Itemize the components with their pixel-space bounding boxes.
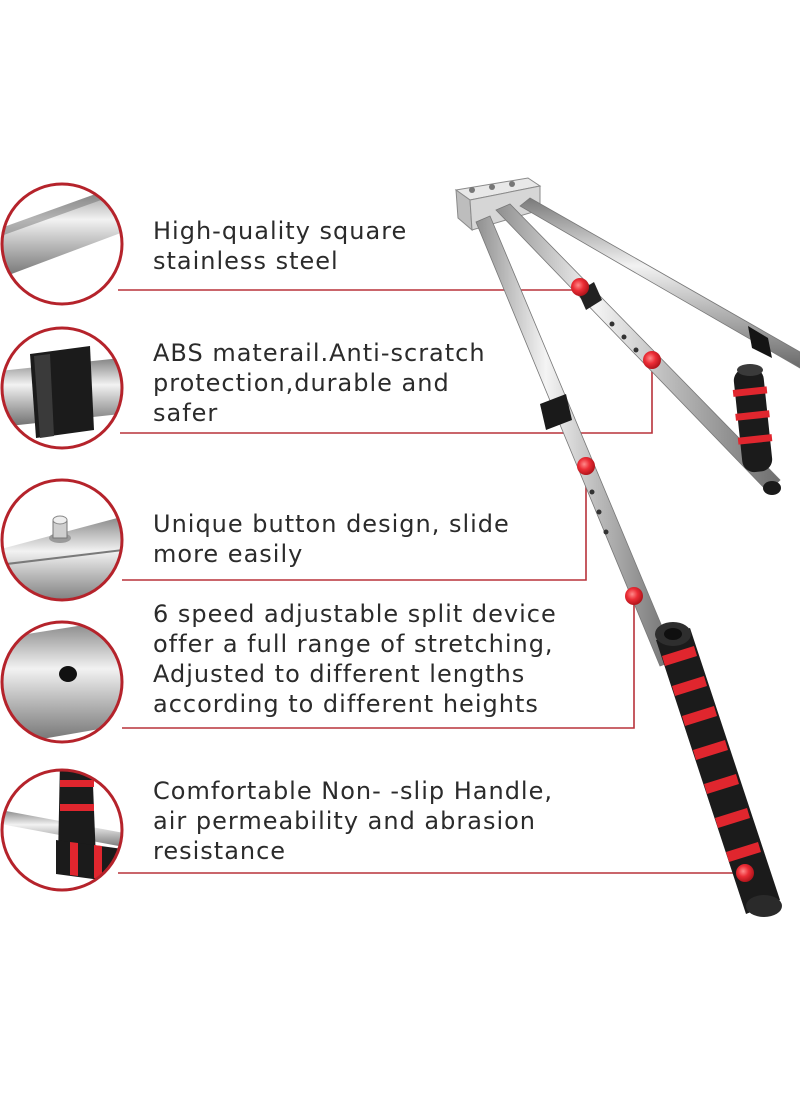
feature-2-line-3: safer	[153, 399, 219, 427]
stretcher-product	[454, 177, 800, 917]
feature-4-line-3: Adjusted to different lengths	[153, 660, 526, 688]
feature-5-line-1: Comfortable Non- -slip Handle,	[153, 777, 553, 805]
callout-line-4	[122, 596, 635, 729]
highlight-dot-4	[625, 587, 643, 605]
feature-4-text: 6 speed adjustable split device offer a …	[153, 599, 613, 719]
highlight-dot-5	[736, 864, 754, 882]
tube-middle	[495, 203, 781, 495]
handle-closeup	[0, 768, 124, 892]
feature-5-line-3: resistance	[153, 837, 287, 865]
feature-2-line-1: ABS materail.Anti-scratch	[153, 339, 486, 367]
long-handle	[655, 622, 782, 917]
adjust-hole-closeup	[0, 620, 124, 744]
highlight-dots	[571, 278, 754, 882]
callout-line-3	[122, 466, 587, 581]
feature-5-line-2: air permeability and abrasion	[153, 807, 537, 835]
highlight-dot-2	[643, 351, 661, 369]
highlight-dot-1	[571, 278, 589, 296]
callout-line-2	[120, 360, 653, 434]
feature-4-line-4: according to different heights	[153, 690, 539, 718]
feature-3-text: Unique button design, slide more easily	[153, 509, 613, 569]
feature-4-line-2: offer a full range of stretching,	[153, 630, 554, 658]
spring-button-closeup	[0, 478, 124, 602]
tube-right-upper	[519, 197, 800, 369]
steel-tube-closeup	[0, 182, 124, 306]
abs-cap-closeup	[0, 326, 124, 450]
feature-4-line-1: 6 speed adjustable split device	[153, 600, 557, 628]
feature-5-text: Comfortable Non- -slip Handle, air perme…	[153, 776, 613, 866]
highlight-dot-3	[577, 457, 595, 475]
feature-2-line-2: protection,durable and	[153, 369, 450, 397]
feature-3-line-2: more easily	[153, 540, 304, 568]
feature-2-text: ABS materail.Anti-scratch protection,dur…	[153, 338, 613, 428]
feature-1-text: High-quality square stainless steel	[153, 216, 613, 276]
small-handle	[732, 364, 773, 473]
feature-1-line-2: stainless steel	[153, 247, 339, 275]
feature-1-line-1: High-quality square	[153, 217, 408, 245]
feature-3-line-1: Unique button design, slide	[153, 510, 510, 538]
